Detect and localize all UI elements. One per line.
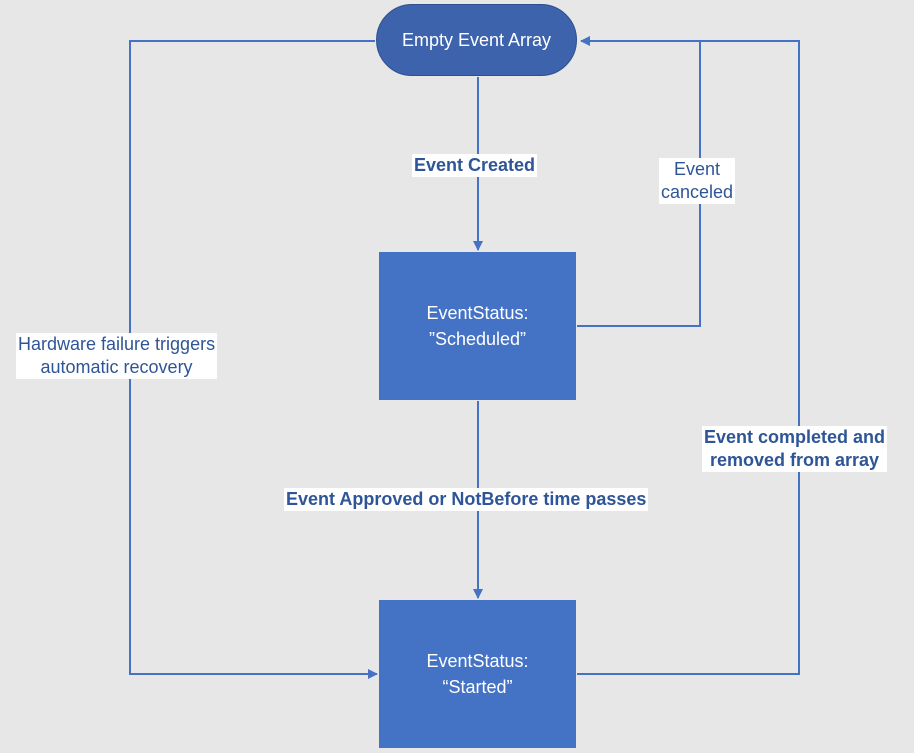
label-event-approved: Event Approved or NotBefore time passes [284,488,649,511]
label-hardware-recovery: Hardware failure triggers automatic reco… [16,333,218,379]
node-empty-event-array-label: Empty Event Array [401,30,552,50]
label-event-completed: Event completed and removed from array [702,426,888,472]
label-hardware-recovery-line2: automatic recovery [40,357,193,377]
label-event-canceled-line1: Event [674,159,721,179]
node-started: EventStatus: “Started” [379,600,576,748]
node-started-line1: EventStatus: [426,651,529,671]
label-event-approved-text: Event Approved or NotBefore time passes [286,489,647,509]
label-event-created: Event Created [412,154,538,177]
label-event-created-text: Event Created [414,155,536,175]
node-scheduled-line1: EventStatus: [426,303,529,323]
node-started-line2: “Started” [442,677,513,697]
node-empty-event-array: Empty Event Array [376,4,577,76]
label-event-completed-line1: Event completed and [704,427,886,447]
node-scheduled-line2: ”Scheduled” [428,329,527,349]
label-hardware-recovery-line1: Hardware failure triggers [18,334,216,354]
edge-completed [577,40,800,675]
label-event-canceled-line2: canceled [661,182,734,202]
label-event-completed-line2: removed from array [709,450,880,470]
node-scheduled: EventStatus: ”Scheduled” [379,252,576,400]
label-event-canceled: Event canceled [659,158,736,204]
